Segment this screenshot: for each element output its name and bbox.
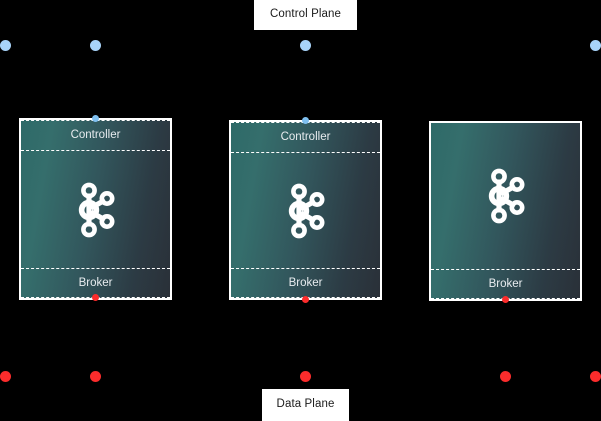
data-plane-dot-4 xyxy=(500,371,511,382)
data-plane-label: Data Plane xyxy=(262,389,349,421)
control-plane-dot-1 xyxy=(0,40,11,51)
node-2-controller-label: Controller xyxy=(280,131,331,143)
data-plane-dot-3 xyxy=(300,371,311,382)
node-1-broker-label: Broker xyxy=(78,277,113,289)
kafka-logo-icon xyxy=(488,168,524,224)
node-1-body xyxy=(21,151,170,268)
node-2-broker-section: Broker xyxy=(231,268,380,298)
node-1-data-nub xyxy=(92,294,99,301)
kafka-logo-icon xyxy=(288,183,324,238)
control-plane-label: Control Plane xyxy=(254,0,357,30)
node-3-broker-section: Broker xyxy=(431,269,580,299)
node-card-1[interactable]: Controller Broker xyxy=(19,118,172,300)
node-card-3[interactable]: Broker xyxy=(429,121,582,301)
data-plane-dot-2 xyxy=(90,371,101,382)
node-2-controller-section: Controller xyxy=(231,122,380,153)
kafka-logo-icon xyxy=(78,182,114,237)
control-plane-dot-2 xyxy=(90,40,101,51)
control-plane-dot-4 xyxy=(590,40,601,51)
node-1-controller-section: Controller xyxy=(21,120,170,151)
node-2-body xyxy=(231,153,380,268)
node-3-broker-label: Broker xyxy=(488,278,523,290)
node-card-2[interactable]: Controller Broker xyxy=(229,120,382,300)
node-3-body xyxy=(431,123,580,269)
node-1-controller-label: Controller xyxy=(70,129,121,141)
data-plane-dot-5 xyxy=(590,371,601,382)
data-plane-dot-1 xyxy=(0,371,11,382)
node-2-control-nub xyxy=(302,117,309,124)
node-3-data-nub xyxy=(502,296,509,303)
control-plane-dot-3 xyxy=(300,40,311,51)
node-2-broker-label: Broker xyxy=(288,277,323,289)
node-2-data-nub xyxy=(302,296,309,303)
node-1-control-nub xyxy=(92,115,99,122)
